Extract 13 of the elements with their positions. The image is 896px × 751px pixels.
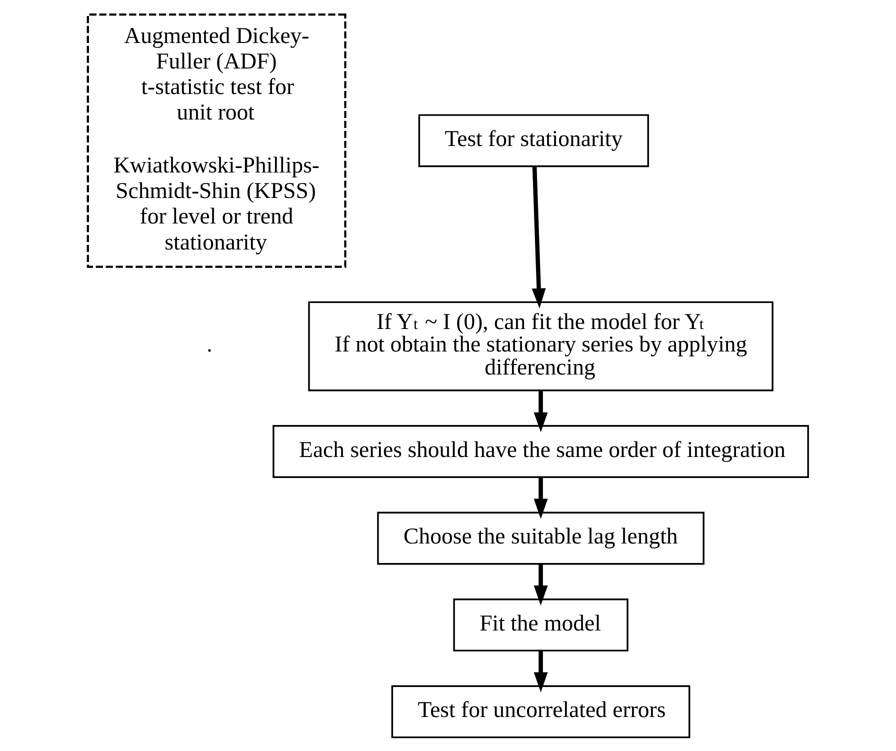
node-box: Test for uncorrelated errors bbox=[391, 684, 690, 738]
arrow bbox=[534, 563, 548, 606]
arrow bbox=[534, 390, 548, 432]
node-box: If Yt ~ I (0), can fit the model for Yt If not obtain the stationary series by applying differencing bbox=[308, 300, 774, 391]
node-box: Test for stationarity bbox=[418, 114, 649, 167]
node-box: Choose the suitable lag length bbox=[377, 511, 704, 564]
node-box: Each series should have the same order of integration bbox=[272, 424, 809, 478]
arrow bbox=[534, 650, 548, 692]
arrow bbox=[534, 476, 548, 518]
node-box: Augmented Dickey-Fuller (ADF) t-statistic test for unit root Kwiatkowski-Phillips-Schmidt-Shin (KPSS) for level or trend stationarity bbox=[86, 12, 346, 268]
label: . bbox=[206, 331, 212, 356]
node-box: Fit the model bbox=[453, 598, 628, 651]
arrow bbox=[532, 166, 546, 308]
